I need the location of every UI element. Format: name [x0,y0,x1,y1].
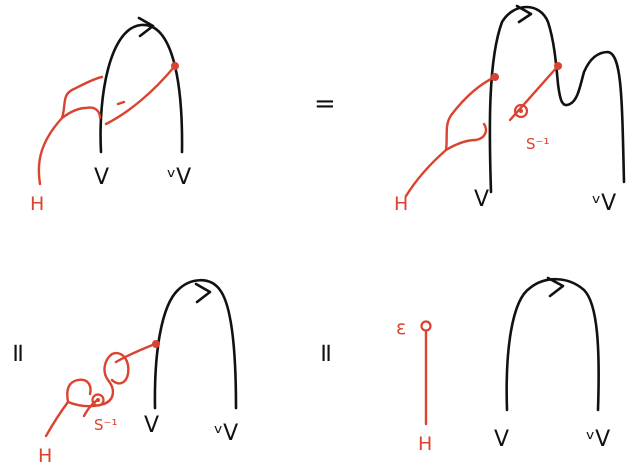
coaction-strand [37,75,104,186]
action-dot [171,62,179,70]
counit-node [420,320,432,332]
label-dual-V: ᵛV [586,427,610,452]
action-arrow-icon [116,100,126,106]
antipode-strand [82,398,100,418]
equals-sign: = [3,342,33,364]
label-counit: ε [396,317,406,339]
label-V: V [494,427,509,452]
coproduct-loop [60,106,102,120]
label-V: V [144,413,159,438]
antipode-node [91,393,105,407]
label-H: H [394,193,408,215]
cap-arrow-icon [546,276,565,298]
action-dot [554,62,562,70]
evaluation-cap [153,278,238,410]
label-V: V [94,165,109,190]
label-V: V [474,187,489,212]
coaction-strand [404,75,497,198]
cap-arrow-icon [194,282,212,304]
action-strand [508,64,560,122]
label-dual-V: ᵛV [214,421,238,446]
coproduct-loop [444,122,488,152]
label-antipode: S⁻¹ [94,416,117,434]
coaction-strand [44,378,92,438]
action-strand [114,342,157,364]
equals-sign: = [314,89,336,119]
antipode-node [513,103,529,119]
label-H: H [30,193,44,215]
label-H: H [418,433,432,455]
panel-top-left: V ᵛV H [30,16,191,215]
label-antipode: S⁻¹ [526,135,549,153]
action-dot [491,73,499,81]
label-dual-V: ᵛV [592,191,616,216]
panel-top-right: S⁻¹ V ᵛV H [394,4,626,216]
cap-arrow-icon [515,4,533,24]
label-H: H [38,445,52,467]
equals-sign: = [311,342,341,364]
evaluation-cap [488,5,626,194]
antipode-node-center [519,109,523,113]
action-dot [152,340,160,348]
action-strand [104,65,176,126]
evaluation-cap [505,277,600,412]
label-dual-V: ᵛV [167,165,191,190]
panel-bottom-left: S⁻¹ V ᵛV H [38,278,238,467]
antipode-node-center [96,398,100,402]
evaluation-cap [99,23,184,154]
panel-bottom-right: ε H V ᵛV [396,276,610,455]
cap-arrow-icon [137,16,155,38]
